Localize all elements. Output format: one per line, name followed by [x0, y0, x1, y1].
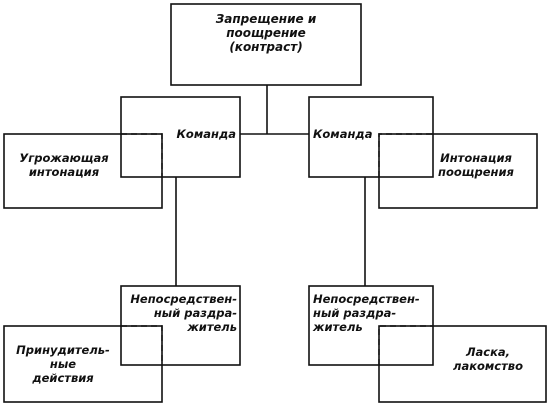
- overlap-right-top: [378, 133, 433, 177]
- box-threat: [3, 133, 163, 209]
- label-caress: Ласка, лакомство: [453, 345, 523, 373]
- label-encouragement: Интонация поощрения: [438, 151, 514, 179]
- label-coercive: Принудитель- ные действия: [16, 343, 110, 385]
- label-stimulus-right: Непосредствен- ный раздра- житель: [313, 292, 420, 334]
- label-stimulus-left: Непосредствен- ный раздра- житель: [130, 292, 237, 334]
- overlap-right-bottom: [378, 325, 433, 365]
- box-command-left: [120, 96, 241, 178]
- label-command-right: Команда: [313, 127, 373, 141]
- box-coercive: [3, 325, 163, 403]
- label-threat: Угрожающая интонация: [19, 151, 109, 179]
- label-command-left: Команда: [176, 127, 236, 141]
- box-command-right: [308, 96, 434, 178]
- label-top: Запрещение и поощрение (контраст): [215, 12, 317, 54]
- overlap-left-top: [121, 133, 163, 177]
- overlap-left-bottom: [121, 325, 163, 365]
- box-top: [170, 3, 362, 86]
